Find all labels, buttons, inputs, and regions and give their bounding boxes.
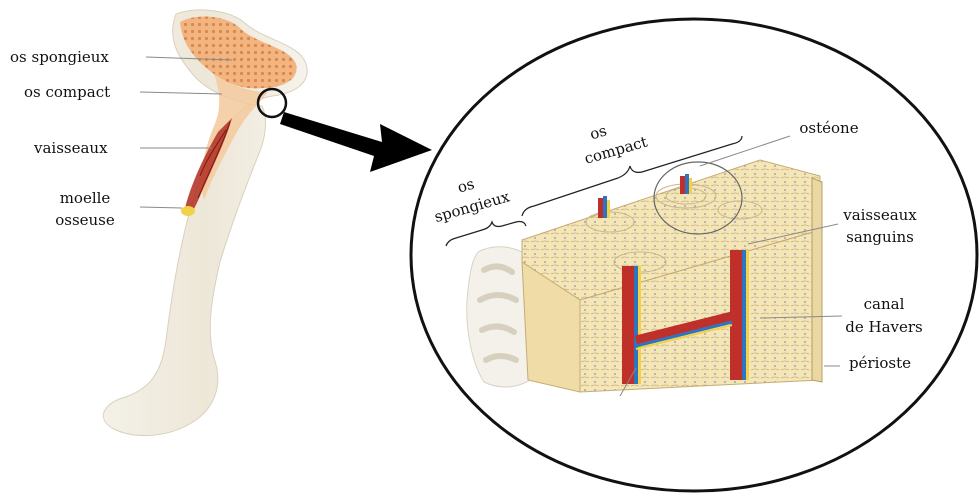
label-vaisseaux-sanguins-2: sanguins xyxy=(846,228,914,246)
label-perioste: périoste xyxy=(849,354,911,372)
periosteum-layer xyxy=(812,178,822,382)
label-vaisseaux: vaisseaux xyxy=(33,139,108,157)
detail-view: os spongieux os compact ostéone vaisseau… xyxy=(411,19,977,491)
label-osteone: ostéone xyxy=(799,119,858,137)
label-canal-havers-1: canal xyxy=(864,295,905,313)
label-os-spongieux: os spongieux xyxy=(10,48,109,66)
label-canal-havers-2: de Havers xyxy=(845,318,923,336)
femur-illustration xyxy=(103,10,307,436)
leader-moelle xyxy=(140,207,182,208)
label-moelle-line2: osseuse xyxy=(55,211,115,229)
leader-os-compact xyxy=(140,92,222,94)
zoom-arrow xyxy=(280,112,432,172)
label-os-compact: os compact xyxy=(24,83,110,101)
label-moelle-line1: moelle xyxy=(60,189,111,207)
label-vaisseaux-sanguins-1: vaisseaux xyxy=(842,206,917,224)
yellow-marrow xyxy=(181,206,195,216)
